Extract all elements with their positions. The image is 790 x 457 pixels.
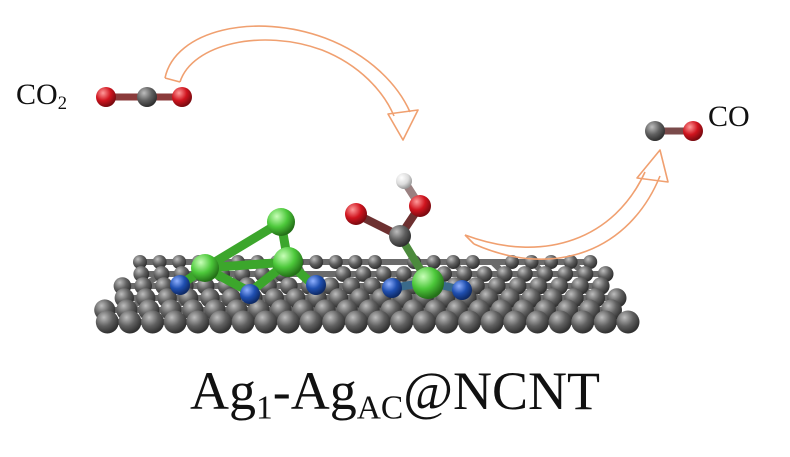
- carbon-atom: [276, 310, 300, 334]
- carbon-atom: [389, 225, 411, 247]
- catalyst-sub1: 1: [256, 389, 273, 427]
- catalyst-part2: -Ag: [272, 361, 357, 421]
- carbon-atom: [344, 310, 368, 334]
- carbon-atom: [593, 310, 617, 334]
- silver-atom: [412, 267, 444, 299]
- reactant-label: CO2: [16, 78, 67, 115]
- silver-atom: [191, 254, 219, 282]
- carbon-atom: [152, 255, 167, 269]
- carbon-atom: [231, 310, 255, 334]
- nitrogen-atom: [306, 275, 326, 295]
- catalyst-sub2: AC: [356, 389, 404, 427]
- oxygen-atom: [172, 87, 192, 107]
- carbon-atom: [435, 310, 459, 334]
- silver-atom: [273, 247, 303, 277]
- nitrogen-atom: [452, 280, 472, 300]
- oxygen-atom: [345, 203, 367, 225]
- carbon-atom: [163, 310, 187, 334]
- carbon-atom: [137, 87, 157, 107]
- nitrogen-atom: [240, 284, 260, 304]
- carbon-atom: [480, 310, 504, 334]
- carbon-atom: [412, 310, 436, 334]
- carbon-atom: [496, 266, 513, 282]
- oxygen-atom: [96, 87, 116, 107]
- carbon-atom: [95, 310, 119, 334]
- catalyst-title: Ag1-AgAC@NCNT: [0, 360, 790, 425]
- carbon-atom: [348, 255, 363, 269]
- carbon-atom: [476, 266, 493, 282]
- co-molecule: [645, 121, 703, 141]
- carbon-atom: [504, 255, 519, 269]
- carbon-atom: [367, 255, 382, 269]
- carbon-atom: [172, 255, 187, 269]
- carbon-atom: [645, 121, 665, 141]
- nitrogen-atom: [382, 278, 402, 298]
- carbon-atom: [186, 310, 210, 334]
- carbon-atom: [299, 310, 323, 334]
- hydrogen-atom: [396, 173, 412, 189]
- carbon-atom: [322, 310, 346, 334]
- reactant-main: CO: [16, 78, 58, 111]
- carbon-atom: [375, 266, 392, 282]
- product-label: CO: [708, 100, 750, 133]
- carbon-atom: [446, 255, 461, 269]
- co2-molecule: [96, 87, 192, 107]
- silver-atom: [267, 208, 295, 236]
- carbon-atom: [456, 266, 473, 282]
- carbon-atom: [367, 310, 391, 334]
- carbon-atom: [309, 255, 324, 269]
- adsorption-arrow: [164, 25, 419, 141]
- carbon-atom: [335, 266, 352, 282]
- nitrogen-atom: [170, 275, 190, 295]
- carbon-atom: [254, 310, 278, 334]
- carbon-atom: [426, 255, 441, 269]
- carbon-atom: [583, 255, 598, 269]
- single-atom-site: [345, 173, 472, 300]
- catalyst-part1: Ag: [190, 361, 257, 421]
- carbon-atom: [616, 310, 640, 334]
- carbon-atom: [548, 310, 572, 334]
- carbon-sheet-atoms: [94, 255, 640, 334]
- carbon-atom: [118, 310, 142, 334]
- desorption-arrow: [464, 149, 669, 260]
- carbon-atom: [209, 310, 233, 334]
- carbon-atom: [133, 255, 147, 269]
- catalyst-part3: @NCNT: [403, 361, 600, 421]
- carbon-atom: [328, 255, 343, 269]
- carbon-atom: [390, 310, 414, 334]
- carbon-atom: [141, 310, 165, 334]
- carbon-atom: [355, 266, 372, 282]
- silver-cluster: [170, 208, 326, 304]
- carbon-atom: [571, 310, 595, 334]
- reactant-subscript: 2: [57, 93, 67, 115]
- oxygen-atom: [683, 121, 703, 141]
- carbon-atom: [525, 310, 549, 334]
- carbon-atom: [503, 310, 527, 334]
- carbon-atom: [563, 255, 578, 269]
- carbon-atom: [465, 255, 480, 269]
- oxygen-atom: [409, 195, 431, 217]
- carbon-atom: [458, 310, 482, 334]
- carbon-atom: [395, 266, 412, 282]
